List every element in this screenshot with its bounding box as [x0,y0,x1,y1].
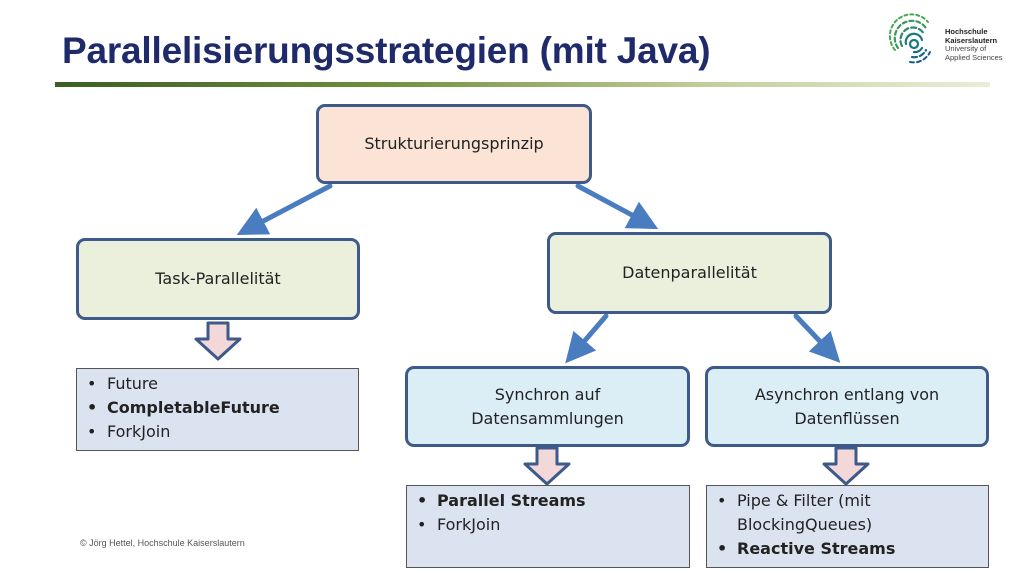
arrow-root-to-data [575,183,659,230]
sync-list: Parallel Streams ForkJoin [406,485,690,568]
logo-line-3: University of [945,44,987,53]
task-list: Future CompletableFuture ForkJoin [76,368,359,451]
sync-label-line2: Datensammlungen [471,408,624,428]
title-underline [55,82,990,87]
down-arrow-sync-icon [523,446,571,486]
task-list-item: Future [87,372,358,396]
arrow-data-to-sync [565,313,609,364]
task-parallelism-label: Task-Parallelität [155,269,281,288]
async-list: Pipe & Filter (mit BlockingQueues) React… [706,485,989,568]
arrow-data-to-async [793,313,841,363]
data-parallelism-label: Datenparallelität [622,263,757,282]
data-parallelism-box: Datenparallelität [547,232,832,314]
task-list-item: ForkJoin [87,420,358,444]
async-label-line1: Asynchron entlang von [754,384,940,404]
university-logo-icon [888,13,931,64]
logo-line-2: Kaiserslautern [945,35,998,45]
task-parallelism-box: Task-Parallelität [76,238,360,320]
root-label: Strukturierungsprinzip [364,134,544,153]
async-box: Asynchron entlang von Datenflüssen [705,366,989,447]
copyright-footer: © Jörg Hettel, Hochschule Kaiserslautern [80,538,245,548]
logo-text: Hochschule Kaiserslautern University of … [945,27,1003,62]
sync-label-line1: Synchron auf [494,384,601,404]
sync-list-item: Parallel Streams [417,489,689,513]
down-arrow-async-icon [822,446,870,486]
sync-box: Synchron auf Datensammlungen [405,366,690,447]
task-list-item: CompletableFuture [87,396,358,420]
arrow-root-to-task [236,183,333,235]
page-title: Parallelisierungsstrategien (mit Java) [62,30,711,71]
root-box: Strukturierungsprinzip [316,104,592,184]
async-list-item: Pipe & Filter (mit BlockingQueues) [717,489,980,537]
async-label-line2: Datenflüssen [794,408,900,428]
async-list-item: Reactive Streams [717,537,980,561]
logo-line-1: Hochschule [945,27,988,36]
down-arrow-task-icon [194,321,242,361]
logo-line-4: Applied Sciences [945,52,1003,62]
sync-list-item: ForkJoin [417,513,689,537]
